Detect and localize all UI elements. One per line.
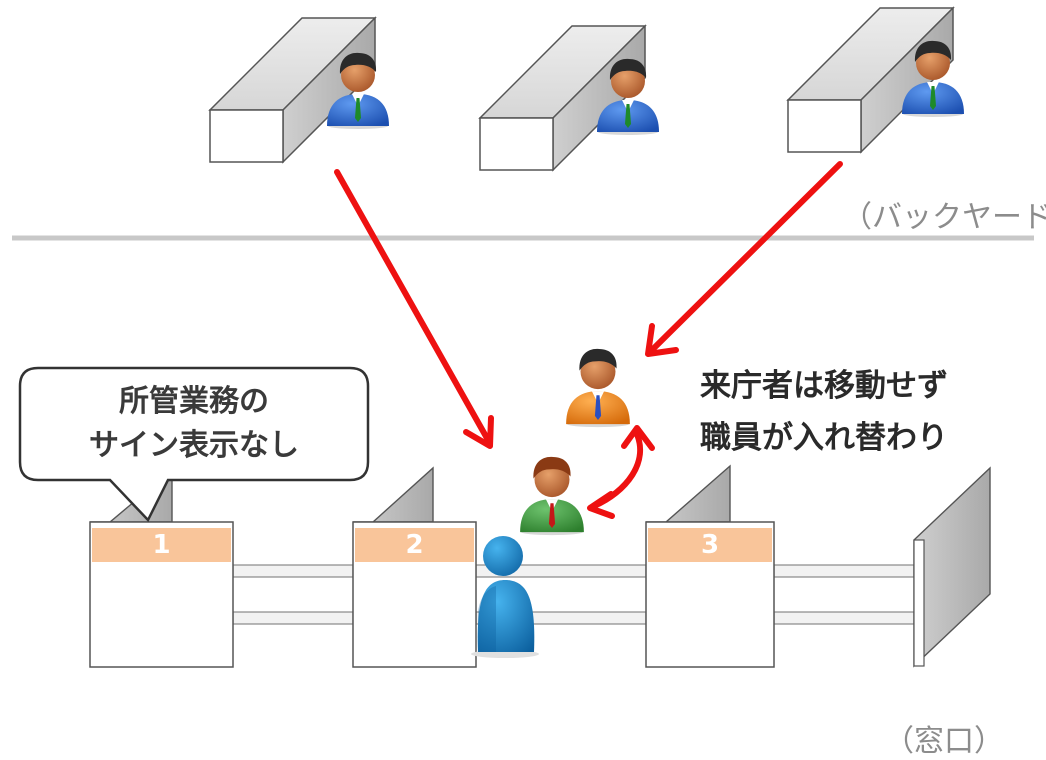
staff-person-icon — [520, 456, 584, 536]
arrow-head — [463, 415, 494, 449]
counter-area-label: （窓口） — [884, 724, 1004, 759]
backyard-desk-2 — [478, 24, 647, 172]
arrow-head — [621, 425, 655, 451]
callout-line: サイン表示なし — [89, 428, 299, 463]
visitor-person-icon — [471, 536, 539, 658]
counter-header — [648, 528, 772, 562]
counter-rails — [232, 564, 915, 625]
counter-header — [355, 528, 474, 562]
counter-number-3: 3 — [700, 530, 720, 560]
backyard-label: （バックヤード） — [842, 200, 1046, 235]
swap-note: 来庁者は移動せず 職員が入れ替わり — [700, 360, 1040, 464]
backyard-desk-3 — [786, 6, 955, 154]
arrow-staff-to-waiting — [649, 161, 843, 353]
callout-bubble — [18, 366, 370, 523]
note-line: 職員が入れ替わり — [700, 420, 948, 456]
counter-booth-1 — [89, 468, 234, 668]
counter-header — [92, 528, 231, 562]
arrow-head — [645, 323, 679, 357]
swap-arrow — [591, 429, 644, 509]
callout-text: 所管業務の サイン表示なし — [28, 380, 360, 468]
counter-number-2: 2 — [405, 530, 424, 560]
arrow-staff-to-counter — [334, 169, 491, 443]
counter-booth-3 — [645, 464, 775, 668]
callout-line: 所管業務の — [119, 384, 269, 419]
counter-number-1: 1 — [152, 530, 171, 560]
counter-booth-2 — [352, 466, 477, 668]
counter-end-panel — [913, 466, 991, 668]
note-line: 来庁者は移動せず — [700, 368, 948, 404]
arrow-head — [587, 491, 615, 519]
staff-person-icon — [566, 348, 630, 428]
